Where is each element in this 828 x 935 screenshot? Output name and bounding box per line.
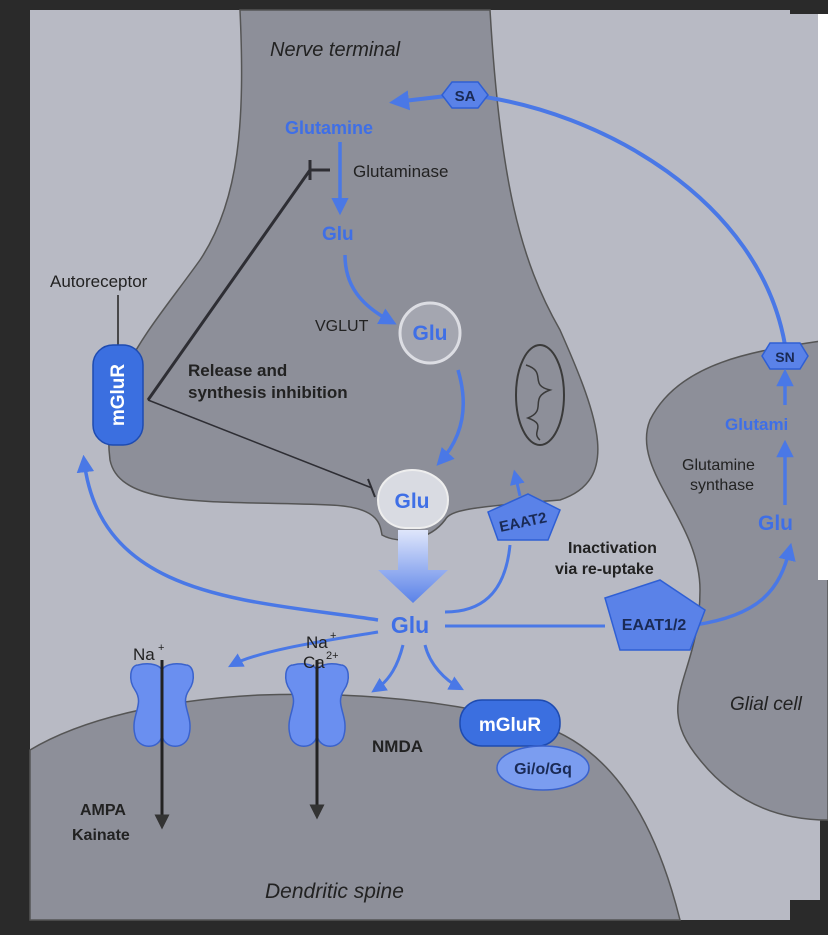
synthesis-inhibition-line [146, 169, 312, 401]
nmda-ca-label: Ca [303, 653, 325, 672]
g-protein [496, 745, 590, 791]
mglur-postsynaptic [459, 699, 561, 747]
eaat2-transporter [487, 493, 561, 541]
glu-release-label: Glu [395, 490, 430, 513]
glu-to-mglur-arrow [423, 644, 464, 691]
transport-arc [469, 93, 787, 346]
release-inhibition-label-2: synthesis inhibition [188, 383, 348, 402]
ampa-subunit-right [161, 663, 194, 747]
dendritic-spine-label: Dendritic spine [265, 880, 404, 903]
autoreceptor-label: Autoreceptor [50, 272, 148, 291]
vesicle-release-arrow [436, 369, 465, 466]
mglur-autoreceptor-label: mGluR [108, 364, 129, 427]
screen-edge-top [790, 0, 828, 14]
release-inhibition-line [147, 399, 373, 489]
sa-label: SA [455, 88, 476, 105]
glu-cytosol-label: Glu [322, 224, 354, 245]
mglur-postsynaptic-label: mGluR [479, 715, 542, 736]
mitochondrion-cristae [525, 364, 553, 441]
synaptic-vesicle [398, 301, 462, 365]
ampa-subunit-left [130, 663, 163, 747]
inactivation-label-2: via re-uptake [555, 561, 654, 578]
autoreceptor-feedback-arrow [76, 454, 379, 622]
glial-cell-label: Glial cell [730, 694, 803, 715]
glial-cell [645, 339, 828, 821]
mitochondrion [515, 344, 565, 446]
inactivation-label-1: Inactivation [568, 540, 657, 557]
glutamine-label: Glutamine [285, 118, 373, 138]
eaat12-label: EAAT1/2 [622, 617, 687, 634]
screen-edge-panel [818, 10, 828, 580]
release-inhibition-label-1: Release and [188, 361, 287, 380]
glutamine-synthase-label-2: synthase [690, 477, 754, 494]
nmda-label: NMDA [372, 737, 423, 756]
nerve-terminal-label: Nerve terminal [270, 39, 401, 61]
release-inhibition-bar [367, 478, 376, 498]
nmda-subunit-right [316, 663, 349, 747]
glu-to-nmda-arrow [371, 644, 405, 693]
eaat12-transporter [604, 579, 706, 651]
glutaminase-label: Glutaminase [353, 162, 448, 181]
eaat2-uptake-arrow [510, 469, 525, 497]
nerve-terminal-cell [108, 9, 599, 541]
ampa-label: AMPA [80, 802, 126, 819]
sn-transporter [761, 342, 809, 370]
sn-label: SN [775, 349, 794, 365]
nmda-na-charge: + [330, 630, 336, 642]
glu-vesicle-label: Glu [413, 322, 448, 345]
glu-to-ampa-arrow [228, 630, 379, 668]
nmda-na-label: Na [306, 633, 328, 652]
cleft-glu-label: Glu [391, 612, 429, 638]
glial-glu-label: Glu [758, 512, 793, 535]
vglut-arrow [343, 254, 397, 325]
sa-transporter [441, 81, 489, 109]
mglur-autoreceptor [92, 344, 144, 446]
vglut-label: VGLUT [315, 318, 369, 335]
glutamine-synthase-label-1: Glutamine [682, 457, 755, 474]
g-protein-label: Gi/o/Gq [514, 761, 572, 778]
nmda-ca-charge: 2+ [326, 650, 339, 662]
glial-glutamine-label: Glutami [725, 415, 788, 434]
ampa-na-charge: + [158, 642, 164, 654]
kainate-label: Kainate [72, 827, 130, 844]
glial-uptake-arrow [694, 542, 796, 627]
ampa-na-label: Na [133, 645, 155, 664]
nmda-subunit-left [285, 663, 318, 747]
reuptake-line [444, 544, 512, 614]
fusing-vesicle [376, 468, 450, 529]
release-arrow [378, 530, 448, 603]
screen-edge-bottom [790, 900, 828, 930]
